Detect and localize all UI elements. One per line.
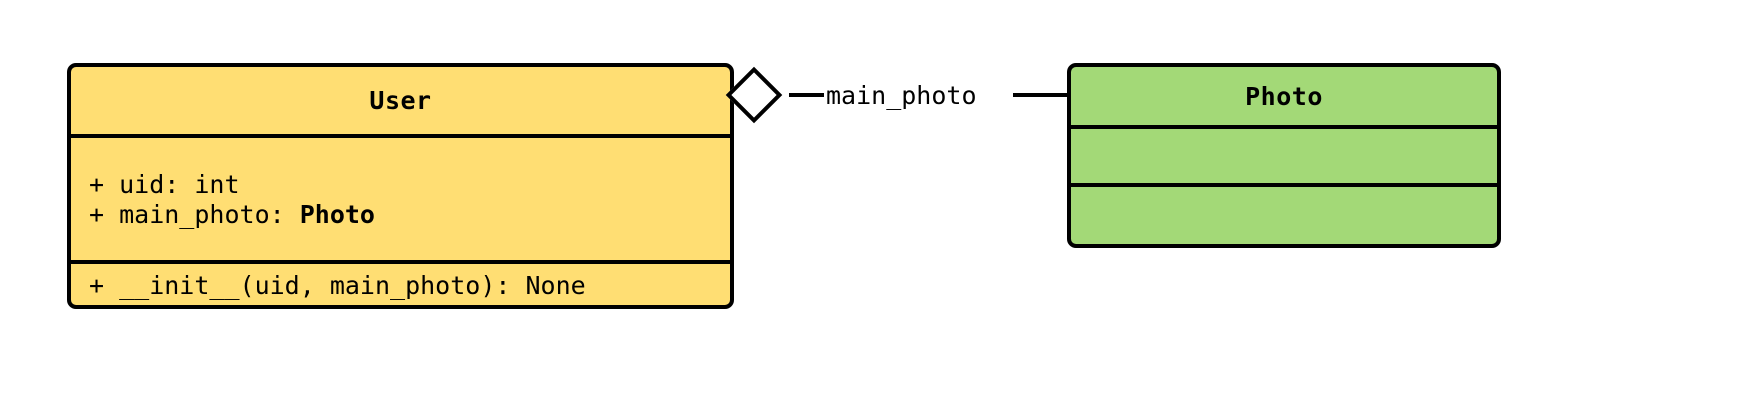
attribute-main-photo: + main_photo: Photo (71, 200, 730, 231)
class-name-user: User (369, 86, 432, 115)
class-methods-compartment-photo (1071, 187, 1497, 244)
attribute-main-photo-type: Photo (299, 200, 375, 229)
association-line-right (1013, 93, 1069, 97)
attribute-main-photo-prefix: + main_photo: (89, 200, 300, 229)
method-init: + __init__(uid, main_photo): None (89, 271, 586, 301)
association-line-left (789, 93, 824, 97)
class-attributes-compartment-user: + uid: int + main_photo: Photo (71, 138, 730, 264)
class-attributes-compartment-photo (1071, 129, 1497, 187)
uml-class-photo[interactable]: Photo (1067, 63, 1501, 248)
class-name-photo: Photo (1245, 81, 1323, 111)
aggregation-diamond-icon (725, 66, 783, 124)
class-title-compartment-photo: Photo (1071, 67, 1497, 129)
class-methods-compartment-user: + __init__(uid, main_photo): None (71, 264, 730, 305)
association-label-main-photo: main_photo (826, 81, 977, 110)
class-title-compartment-user: User (71, 67, 730, 138)
attribute-uid: + uid: int (89, 169, 240, 199)
uml-class-user[interactable]: User + uid: int + main_photo: Photo + __… (67, 63, 734, 309)
